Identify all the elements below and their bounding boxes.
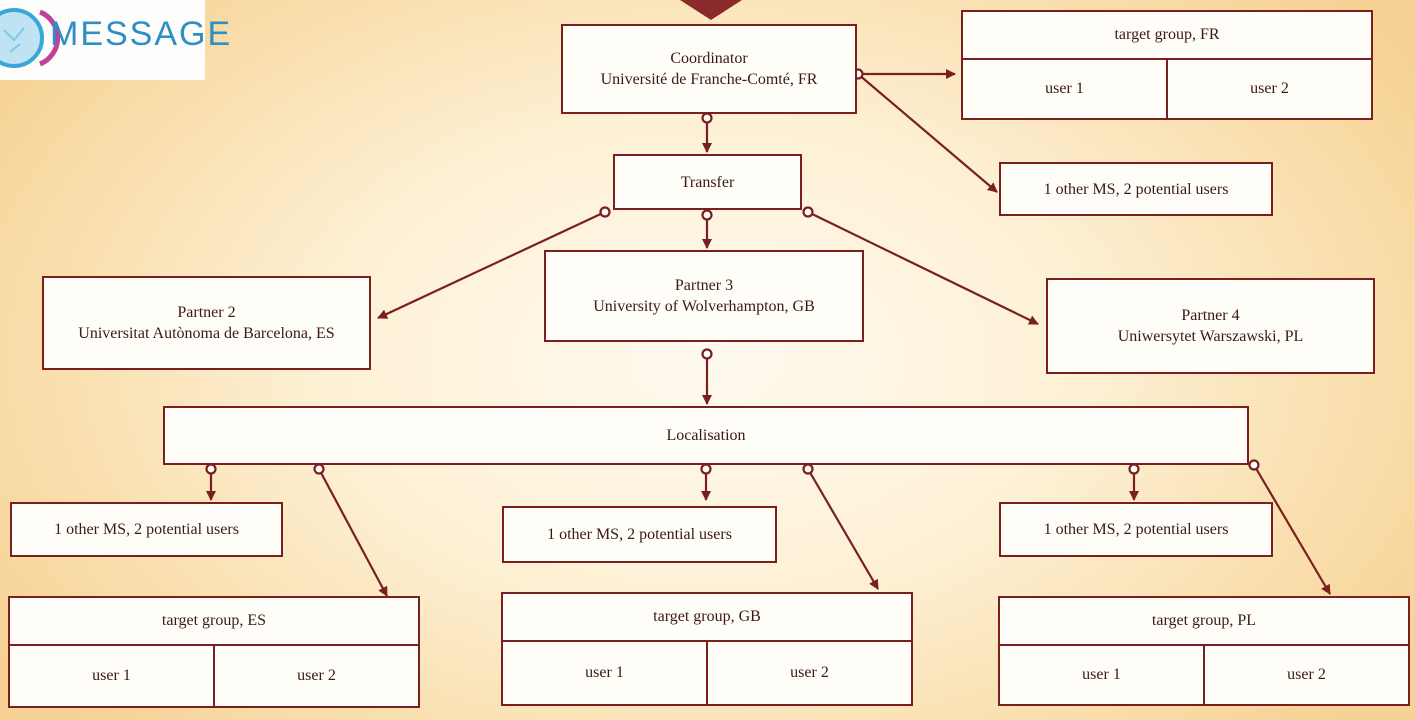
logo-text: MESSAGE [50,15,233,53]
target-group-user-1: user 1 [585,664,624,681]
partner3-institution: University of Wolverhampton, GB [593,298,815,315]
target-group-user-2: user 2 [706,642,911,704]
partner3-title: Partner 3 [674,277,734,294]
connector-origin-dot [701,112,713,124]
connector-localisation-target-pl [1253,464,1331,595]
target-group-es: target group, ES user 1 user 2 [8,596,420,708]
coordinator-box: Coordinator Université de Franche-Comté,… [561,24,857,114]
other-ms-box-pl: 1 other MS, 2 potential users [999,502,1273,557]
target-group-user-2: user 2 [1203,646,1408,704]
partner4-title: Partner 4 [1181,307,1240,324]
entry-arrow-icon [680,0,742,20]
connector-transfer-partner4 [807,211,1039,325]
other-ms-box-gb: 1 other MS, 2 potential users [502,506,777,563]
connector-localisation-target-es [318,468,388,597]
target-group-gb: target group, GB user 1 user 2 [501,592,913,706]
partner3-box: Partner 3 University of Wolverhampton, G… [544,250,864,342]
other-ms-box-fr: 1 other MS, 2 potential users [999,162,1273,216]
target-group-fr: target group, FR user 1 user 2 [961,10,1373,120]
other-ms-box-es: 1 other MS, 2 potential users [10,502,283,557]
connector-origin-dot [802,206,814,218]
target-group-user-1: user 1 [1082,666,1121,683]
target-group-user-1: user 1 [92,667,131,684]
connector-origin-dot [802,463,814,475]
connector-transfer-partner2 [377,211,606,319]
logo-emblem-icon [0,8,60,68]
partner4-box: Partner 4 Uniwersytet Warszawski, PL [1046,278,1375,374]
connector-origin-dot [1128,463,1140,475]
target-group-title: target group, ES [10,598,418,646]
other-ms-label: 1 other MS, 2 potential users [1043,521,1229,538]
target-group-pl: target group, PL user 1 user 2 [998,596,1410,706]
target-group-title: target group, PL [1000,598,1408,646]
transfer-label: Transfer [680,173,735,191]
other-ms-label: 1 other MS, 2 potential users [1043,180,1229,198]
partner4-institution: Uniwersytet Warszawski, PL [1117,328,1304,345]
partner2-title: Partner 2 [177,304,236,321]
transfer-box: Transfer [613,154,802,210]
partner2-box: Partner 2 Universitat Autònoma de Barcel… [42,276,371,370]
connector-coordinator-other-ms [857,73,998,193]
partner2-institution: Universitat Autònoma de Barcelona, ES [78,325,335,342]
connector-origin-dot [700,463,712,475]
target-group-user-2: user 2 [1166,60,1371,118]
other-ms-label: 1 other MS, 2 potential users [547,526,732,543]
target-group-user-2: user 2 [213,646,418,706]
message-logo: MESSAGE [0,0,230,80]
connector-origin-dot [313,463,325,475]
connector-localisation-target-gb [807,468,879,590]
connector-origin-dot [1248,459,1260,471]
connector-origin-dot [599,206,611,218]
coordinator-title: Coordinator [670,50,748,67]
target-group-title: target group, FR [963,12,1371,60]
target-group-user-1: user 1 [1045,80,1084,97]
coordinator-institution: Université de Franche-Comté, FR [600,71,818,88]
localisation-box: Localisation [163,406,1249,465]
localisation-label: Localisation [666,427,746,444]
target-group-title: target group, GB [503,594,911,642]
connector-origin-dot [701,209,713,221]
connector-origin-dot [205,463,217,475]
other-ms-label: 1 other MS, 2 potential users [54,521,239,538]
connector-origin-dot [701,348,713,360]
